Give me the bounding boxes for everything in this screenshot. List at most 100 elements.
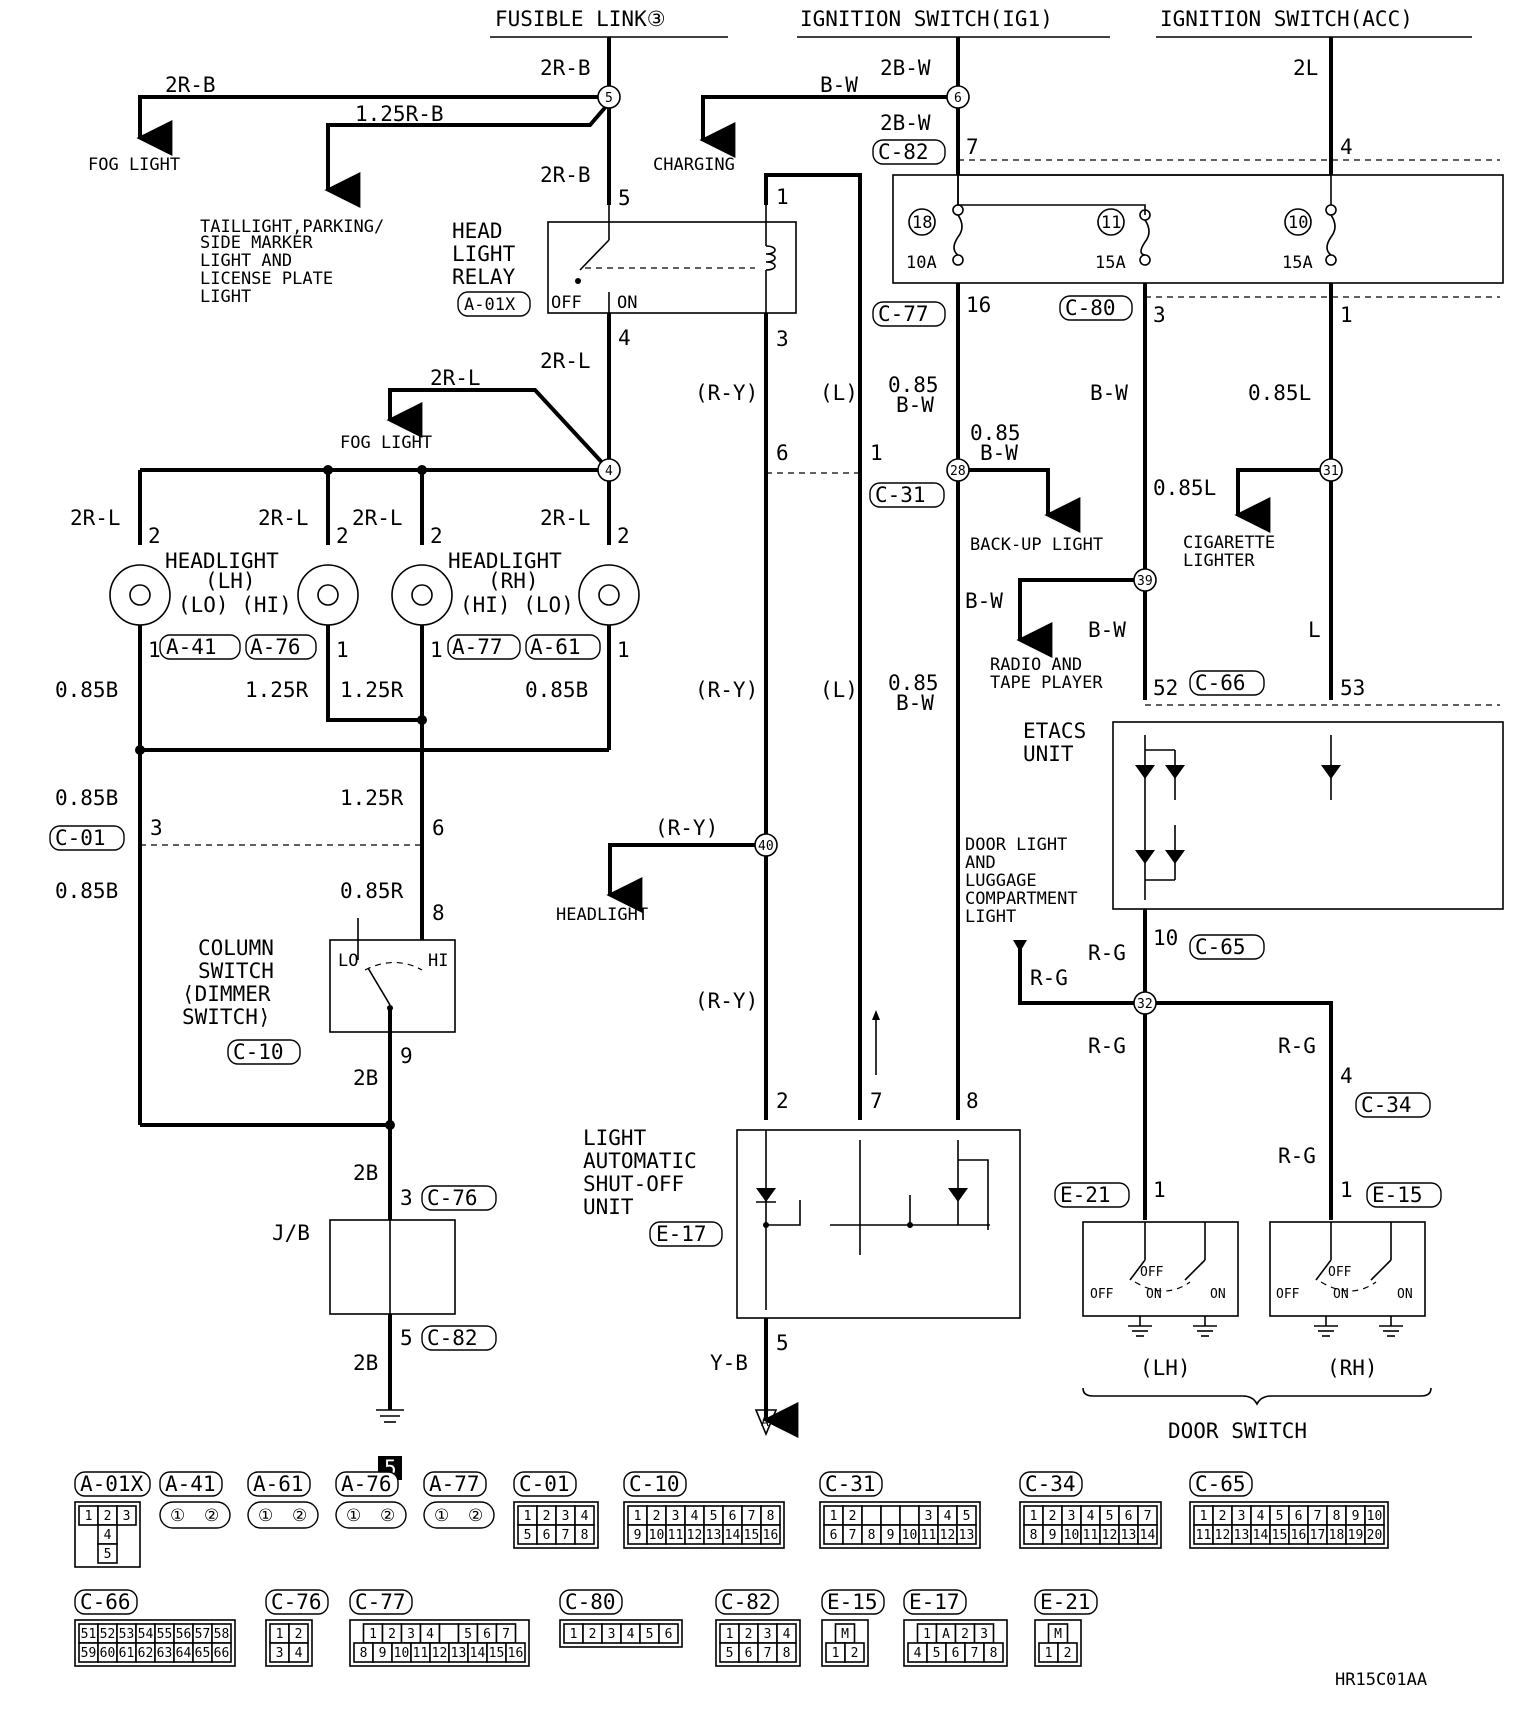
svg-text:ON: ON [617,293,637,313]
legend-pin: 11 [1196,1528,1212,1543]
legend-pin: 5 [464,1627,472,1642]
svg-text:Y-B: Y-B [710,1351,748,1375]
svg-text:3: 3 [1153,303,1166,327]
legend-pin: 10 [394,1646,410,1661]
svg-text:C-01: C-01 [55,826,106,850]
legend-pin: 60 [100,1646,116,1661]
legend-pin: 1 [524,1509,532,1524]
legend-pin: 5 [524,1528,532,1543]
svg-text:11: 11 [1101,213,1121,233]
ig1-circuit: 0.85 B-W 0.85 B-W BACK-UP LIGHT 0.85 B-W [888,283,1103,1120]
legend-pin: 10 [902,1528,918,1543]
svg-text:(R-Y): (R-Y) [695,678,758,702]
legend-pin: 14 [725,1528,741,1543]
legend-pin: 53 [119,1627,135,1642]
svg-text:OFF: OFF [1328,1265,1352,1280]
legend-pin: 11 [413,1646,429,1661]
legend-pin: 64 [176,1646,192,1661]
svg-text:C-10: C-10 [233,1040,284,1064]
svg-text:(L): (L) [820,678,858,702]
headlight-bus: 2R-L 2R-L 2R-L 2R-L [70,465,611,545]
svg-text:10A: 10A [906,253,937,273]
legend-pin: 7 [849,1528,857,1543]
svg-text:2B-W: 2B-W [880,56,931,80]
svg-text:2: 2 [776,1089,789,1113]
legend-pin: 6 [1125,1509,1133,1524]
legend-pin: 13 [959,1528,975,1543]
svg-text:(R-Y): (R-Y) [695,989,758,1013]
svg-text:AND: AND [965,853,996,873]
load-taillight: TAILLIGHT,PARKING/ SIDE MARKER LIGHT AND… [200,217,384,307]
svg-text:OFF: OFF [1276,1287,1300,1302]
svg-text:4: 4 [618,326,631,350]
legend-pin: ② [204,1506,219,1526]
svg-text:C-80: C-80 [1065,296,1116,320]
svg-text:A-41: A-41 [166,635,217,659]
svg-text:5: 5 [776,1331,789,1355]
legend-pin: 5 [646,1627,654,1642]
legend-pin: 2 [849,1509,857,1524]
legend-pin: 3 [1238,1509,1246,1524]
svg-text:E-15: E-15 [1372,1183,1423,1207]
legend-pin: 2 [653,1509,661,1524]
legend-pin: 4 [295,1646,303,1661]
svg-text:(LH): (LH) [1140,1356,1191,1380]
legend-pin: 4 [1257,1509,1265,1524]
svg-text:5: 5 [400,1326,413,1350]
svg-text:C-66: C-66 [1195,671,1246,695]
legend-pin: 2 [543,1509,551,1524]
svg-text:(LO) (HI): (LO) (HI) [178,593,292,617]
column-dimmer-switch: LO HI COLUMN SWITCH ⟨DIMMER SWITCH⟩ C-10… [182,918,456,1125]
svg-text:LO: LO [338,951,358,971]
svg-text:IGNITION SWITCH(IG1): IGNITION SWITCH(IG1) [800,7,1053,31]
svg-text:B-W: B-W [1088,618,1126,642]
legend-pin: 9 [887,1528,895,1543]
legend-connector-id: C-66 [80,1590,131,1614]
legend-connector-id: A-76 [341,1472,392,1496]
legend-connector-id: E-15 [827,1590,878,1614]
svg-text:0.85R: 0.85R [340,879,404,903]
svg-text:4: 4 [1340,135,1353,159]
svg-text:RELAY: RELAY [452,265,516,289]
legend-pin: 7 [971,1646,979,1661]
legend-pin: 7 [748,1509,756,1524]
svg-text:(R-Y): (R-Y) [695,381,758,405]
svg-text:RADIO AND: RADIO AND [990,655,1082,675]
legend-pin: 14 [470,1646,486,1661]
legend-pin: 9 [634,1528,642,1543]
legend-pin: 1 [1030,1509,1038,1524]
svg-text:IGNITION SWITCH(ACC): IGNITION SWITCH(ACC) [1160,7,1413,31]
legend-pin: 6 [952,1646,960,1661]
legend-pin: 1 [830,1509,838,1524]
svg-text:2L: 2L [1293,56,1318,80]
svg-text:TAILLIGHT,PARKING/: TAILLIGHT,PARKING/ [200,217,384,237]
svg-text:(LH): (LH) [205,569,256,593]
legend-pin: 8 [360,1646,368,1661]
legend-pin: 6 [729,1509,737,1524]
legend-pin: 9 [1049,1528,1057,1543]
legend-connector-id: E-17 [909,1590,960,1614]
svg-text:1: 1 [1340,303,1353,327]
legend-pin: 17 [1310,1528,1326,1543]
legend-pin: 4 [944,1509,952,1524]
svg-text:LIGHT: LIGHT [583,1126,647,1150]
svg-text:BACK-UP LIGHT: BACK-UP LIGHT [970,535,1103,555]
fog-light-branch: 2R-L FOG LIGHT [340,366,611,472]
legend-pin: 20 [1367,1528,1383,1543]
svg-text:B-W: B-W [896,691,934,715]
fusible-branch: 2R-B 2R-B 1.25R-B FOG LIGHT TAILLIGHT,PA… [88,37,631,307]
legend-pin: 4 [426,1627,434,1642]
svg-text:2R-L: 2R-L [430,366,481,390]
legend-pin: 5 [710,1509,718,1524]
legend-pin: M [841,1627,849,1642]
svg-text:2R-B: 2R-B [165,73,216,97]
svg-text:2B: 2B [353,1066,378,1090]
legend-pin: 3 [562,1509,570,1524]
legend-pin: 66 [214,1646,230,1661]
legend-pin: 7 [1144,1509,1152,1524]
